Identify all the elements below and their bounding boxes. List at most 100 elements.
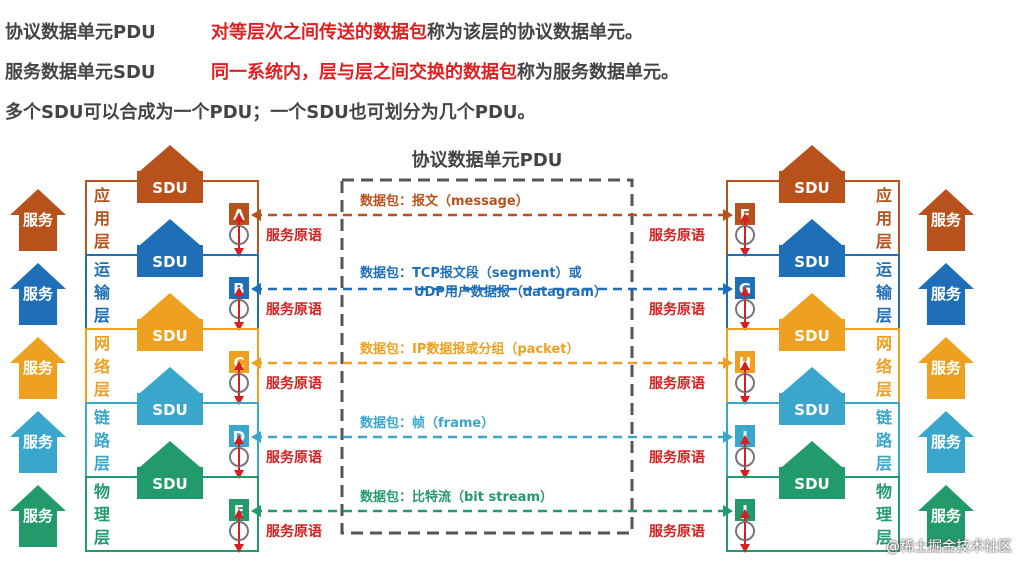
sdu-pdu-relation: 多个SDU可以合成为一个PDU；一个SDU也可划分为几个PDU。 [5, 102, 536, 123]
peer-arrow-right [723, 505, 733, 517]
left-sdu-arrow-label: SDU [152, 253, 187, 271]
center-title: 协议数据单元PDU [412, 149, 563, 171]
left-sdu-arrow: SDU [137, 293, 203, 351]
left-service-arrow [10, 337, 66, 399]
left-service-arrow [10, 485, 66, 547]
sdu-rest: 称为服务数据单元。 [517, 62, 679, 83]
right-service-arrow [918, 189, 974, 251]
left-primitive-arrow-head-down [234, 396, 244, 405]
left-service-arrow [10, 411, 66, 473]
right-primitive-arrow [735, 287, 755, 331]
left-primitive-label: 服务原语 [266, 449, 322, 466]
left-service-label-top: 服务 [23, 359, 54, 377]
left-primitive-arrow [229, 361, 249, 405]
pdu-label: 数据包：报文（message） [360, 193, 529, 209]
right-primitive-arrow-head-up [740, 435, 750, 444]
pdu-term: 协议数据单元PDU [5, 22, 156, 43]
right-service-arrow [918, 263, 974, 325]
peer-arrow-right [723, 283, 733, 295]
right-primitive-arrow-head-up [740, 213, 750, 222]
left-layer-name-char: 网 [94, 334, 110, 353]
right-service-label-top: 服务 [931, 285, 962, 303]
left-primitive-arrow-head-down [234, 322, 244, 331]
right-layer-name-char: 层 [876, 454, 892, 473]
right-primitive-label: 服务原语 [649, 227, 705, 244]
right-sdu-arrow-shape [779, 219, 845, 277]
left-sdu-arrow-shape [137, 145, 203, 203]
sdu-highlight: 同一系统内，层与层之间交换的数据包 [211, 62, 517, 83]
left-sdu-arrow-shape [137, 219, 203, 277]
pdu-label: 数据包：TCP报文段（segment）或 [360, 265, 582, 281]
peer-arrow-left [251, 505, 261, 517]
right-service-arrow [918, 337, 974, 399]
left-sdu-arrow-label: SDU [152, 475, 187, 493]
left-layer-name-char: 层 [94, 528, 110, 547]
left-sdu-arrow: SDU [137, 145, 203, 203]
pdu-rest: 称为该层的协议数据单元。 [427, 22, 643, 43]
left-primitive-arrow [229, 509, 249, 553]
peer-arrow-left [251, 357, 261, 369]
right-primitive-arrow-head-down [740, 470, 750, 479]
left-service-label-top: 服务 [23, 433, 54, 451]
left-primitive-arrow [229, 287, 249, 331]
watermark-footer: @稀土掘金技术社区 [886, 539, 1012, 555]
right-sdu-arrow: SDU [779, 367, 845, 425]
right-sdu-arrow-label: SDU [794, 475, 829, 493]
right-layer-name-char: 络 [876, 357, 892, 376]
left-layer-name-char: 用 [94, 209, 110, 228]
right-layer-name-char: 应 [876, 186, 892, 205]
left-layer-name-char: 层 [94, 380, 110, 399]
right-layer-name-char: 输 [876, 283, 893, 302]
left-sdu-arrow: SDU [137, 441, 203, 499]
right-layer-name-char: 链 [876, 408, 893, 427]
left-sdu-arrow-label: SDU [152, 401, 187, 419]
left-primitive-arrow-head-up [234, 287, 244, 296]
right-layer-name-char: 层 [876, 380, 892, 399]
left-sdu-arrow: SDU [137, 367, 203, 425]
left-sdu-arrow-shape [137, 441, 203, 499]
right-primitive-label: 服务原语 [649, 301, 705, 318]
peer-arrow-right [723, 431, 733, 443]
right-layer-name-char: 网 [876, 334, 892, 353]
right-layer-name-char: 层 [876, 232, 892, 251]
right-primitive-arrow [735, 361, 755, 405]
right-primitive-arrow-head-up [740, 361, 750, 370]
pdu-dashed-box [340, 178, 634, 535]
right-layer-name-char: 层 [876, 528, 892, 547]
left-primitive-arrow-head-up [234, 361, 244, 370]
left-service-label-top: 服务 [23, 211, 54, 229]
right-sdu-arrow-label: SDU [794, 179, 829, 197]
left-layer-name-char: 路 [94, 431, 111, 450]
right-primitive-arrow-head-down [740, 396, 750, 405]
left-service-arrow [10, 263, 66, 325]
right-sdu-arrow-label: SDU [794, 327, 829, 345]
right-primitive-arrow-head-down [740, 544, 750, 553]
left-primitive-arrow-head-up [234, 213, 244, 222]
left-layer-name-char: 物 [94, 482, 110, 501]
right-layer-name-char: 物 [876, 482, 892, 501]
left-primitive-arrow-head-up [234, 435, 244, 444]
right-sdu-arrow-label: SDU [794, 401, 829, 419]
left-sdu-arrow-shape [137, 367, 203, 425]
right-primitive-arrow-head-up [740, 509, 750, 518]
right-sdu-arrow: SDU [779, 293, 845, 351]
right-layer-name-char: 运 [876, 260, 892, 279]
right-sdu-arrow-shape [779, 441, 845, 499]
pdu-label: UDP用户数据报（datagram） [414, 284, 607, 300]
pdu-label: 数据包：帧（frame） [360, 415, 494, 431]
right-service-label-top: 服务 [931, 211, 962, 229]
right-service-arrow [918, 411, 974, 473]
peer-arrow-left [251, 209, 261, 221]
left-primitive-arrow-head-down [234, 248, 244, 257]
right-service-label-top: 服务 [931, 433, 962, 451]
right-sdu-arrow-shape [779, 367, 845, 425]
left-primitive-arrow [229, 213, 249, 257]
right-sdu-arrow-label: SDU [794, 253, 829, 271]
peer-arrow-left [251, 431, 261, 443]
left-layer-name-char: 输 [94, 283, 111, 302]
right-primitive-label: 服务原语 [649, 449, 705, 466]
left-service-arrow [10, 189, 66, 251]
right-primitive-arrow [735, 435, 755, 479]
